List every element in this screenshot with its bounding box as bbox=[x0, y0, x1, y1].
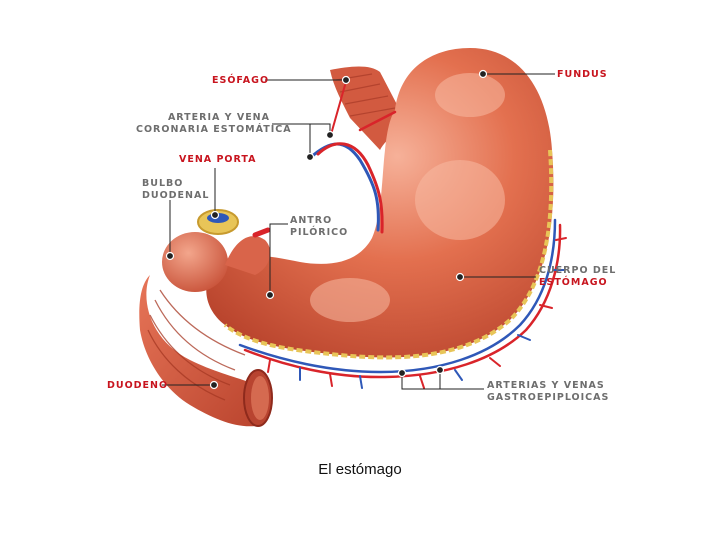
esophagus bbox=[330, 66, 405, 150]
marker-dot bbox=[397, 368, 407, 378]
marker-dot bbox=[341, 75, 351, 85]
figure-caption: El estómago bbox=[318, 461, 402, 478]
label-bulbo-duodenal: BULBO DUODENAL bbox=[142, 178, 209, 202]
label-arterias-venas-gastroepiploicas: ARTERIAS Y VENAS GASTROEPIPLOICAS bbox=[487, 380, 609, 404]
label-line-1: BULBO bbox=[142, 178, 184, 189]
label-line-1: ARTERIAS Y VENAS bbox=[487, 380, 605, 391]
label-fundus: FUNDUS bbox=[557, 69, 608, 80]
marker-dot bbox=[455, 272, 465, 282]
leader-gastro bbox=[401, 370, 484, 390]
label-line-1: ARTERIA Y VENA bbox=[167, 112, 270, 123]
marker-dot bbox=[478, 69, 488, 79]
label-line-2: PILÓRICO bbox=[290, 227, 349, 238]
marker-dot bbox=[325, 130, 335, 140]
label-line-2: GASTROEPIPLOICAS bbox=[487, 392, 610, 403]
label-esofago: ESÓFAGO bbox=[212, 75, 270, 86]
duodenal-bulb bbox=[162, 232, 228, 292]
marker-dot bbox=[265, 290, 275, 300]
label-duodeno: DUODENO bbox=[107, 380, 169, 391]
marker-dot bbox=[305, 152, 315, 162]
label-line-1: CUERPO DEL bbox=[539, 265, 617, 276]
marker-dot bbox=[210, 210, 220, 220]
label-line-2: DUODENAL bbox=[142, 190, 210, 201]
label-line-1: ANTRO bbox=[290, 215, 333, 226]
label-line-2: CORONARIA ESTOMÁTICA bbox=[136, 124, 292, 135]
label-arteria-vena-coronaria: ARTERIA Y VENA CORONARIA ESTOMÁTICA bbox=[136, 112, 292, 136]
marker-dot bbox=[165, 251, 175, 261]
label-antro-pilorico: ANTRO PILÓRICO bbox=[290, 215, 348, 239]
label-line-2: ESTÓMAGO bbox=[539, 277, 608, 288]
greater-curvature-fat bbox=[223, 149, 554, 360]
stomach-body bbox=[206, 48, 554, 358]
label-vena-porta: VENA PORTA bbox=[179, 154, 257, 165]
marker-dot bbox=[435, 365, 445, 375]
label-cuerpo-del-estomago: CUERPO DEL ESTÓMAGO bbox=[539, 265, 616, 289]
marker-dot bbox=[209, 380, 219, 390]
leader-antro bbox=[269, 223, 288, 295]
duodenum bbox=[139, 275, 268, 427]
